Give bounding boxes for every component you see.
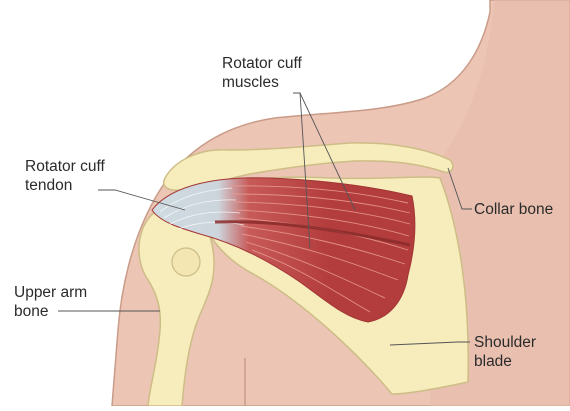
label-collar-line1: Collar bone xyxy=(474,200,553,219)
label-rotator-cuff-muscles: Rotator cuff muscles xyxy=(222,54,302,92)
label-shoulder-blade: Shoulder blade xyxy=(474,333,536,371)
label-tendon-line2: tendon xyxy=(25,176,105,195)
humeral-head-knob xyxy=(172,248,200,276)
label-muscles-line1: Rotator cuff xyxy=(222,54,302,73)
label-muscles-line2: muscles xyxy=(222,73,302,92)
label-arm-line1: Upper arm xyxy=(14,283,87,302)
label-arm-line2: bone xyxy=(14,302,87,321)
label-blade-line1: Shoulder xyxy=(474,333,536,352)
label-upper-arm-bone: Upper arm bone xyxy=(14,283,87,321)
label-blade-line2: blade xyxy=(474,352,536,371)
label-collar-bone: Collar bone xyxy=(474,200,553,219)
label-tendon-line1: Rotator cuff xyxy=(25,157,105,176)
label-rotator-cuff-tendon: Rotator cuff tendon xyxy=(25,157,105,195)
